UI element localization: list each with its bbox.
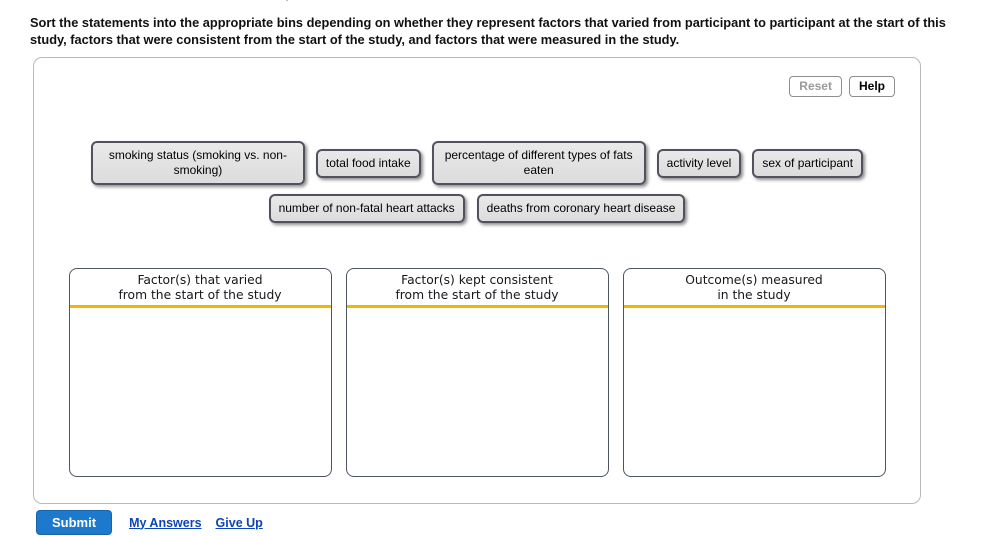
bin-title-line: Factor(s) kept consistent	[401, 273, 553, 287]
bin-factors-varied-title: Factor(s) that varied from the start of …	[69, 269, 331, 308]
submit-button[interactable]: Submit	[36, 510, 113, 535]
bin-factors-varied[interactable]: Factor(s) that varied from the start of …	[68, 268, 332, 477]
bin-factors-consistent[interactable]: Factor(s) kept consistent from the start…	[345, 268, 609, 477]
bin-factors-varied-droparea[interactable]	[70, 308, 331, 476]
chip-sex-of-participant[interactable]: sex of participant	[752, 148, 864, 178]
toolbar: Reset Help	[789, 76, 895, 97]
chip-activity-level[interactable]: activity level	[656, 148, 742, 178]
chip-total-food-intake[interactable]: total food intake	[315, 148, 421, 178]
bin-outcomes-measured[interactable]: Outcome(s) measured in the study	[622, 268, 886, 477]
footer-actions: Submit My Answers Give Up	[36, 510, 263, 535]
bin-factors-consistent-title: Factor(s) kept consistent from the start…	[346, 269, 608, 308]
give-up-link[interactable]: Give Up	[215, 515, 263, 530]
bin-title-line: in the study	[717, 287, 791, 302]
chip-percentage-fats[interactable]: percentage of different types of fats ea…	[431, 141, 646, 185]
my-answers-link[interactable]: My Answers	[129, 515, 202, 530]
chip-deaths-coronary-disease[interactable]: deaths from coronary heart disease	[476, 193, 686, 223]
footer-links: My Answers Give Up	[129, 516, 263, 530]
bin-title-line: Factor(s) that varied	[137, 273, 263, 287]
bin-outcomes-measured-droparea[interactable]	[624, 308, 885, 476]
chip-smoking-status[interactable]: smoking status (smoking vs. non-smoking)	[90, 141, 305, 185]
bin-title-line: from the start of the study	[118, 287, 282, 302]
bin-factors-consistent-droparea[interactable]	[347, 308, 608, 476]
statement-chips-row-1: smoking status (smoking vs. non-smoking)…	[34, 141, 920, 185]
instructions-text: Sort the statements into the appropriate…	[30, 15, 946, 47]
bin-outcomes-measured-title: Outcome(s) measured in the study	[623, 269, 885, 308]
bins-row: Factor(s) that varied from the start of …	[34, 268, 920, 477]
clipped-text-line: . , . . . . . . . . , . . . . . . . . . …	[28, 0, 958, 4]
bin-title-line: Outcome(s) measured	[685, 273, 823, 287]
help-button[interactable]: Help	[848, 76, 895, 97]
chip-non-fatal-heart-attacks[interactable]: number of non-fatal heart attacks	[268, 193, 465, 223]
reset-button[interactable]: Reset	[789, 76, 842, 97]
bin-title-line: from the start of the study	[395, 287, 559, 302]
statement-chips-row-2: number of non-fatal heart attacks deaths…	[34, 193, 920, 223]
activity-panel: Reset Help smoking status (smoking vs. n…	[33, 57, 921, 504]
